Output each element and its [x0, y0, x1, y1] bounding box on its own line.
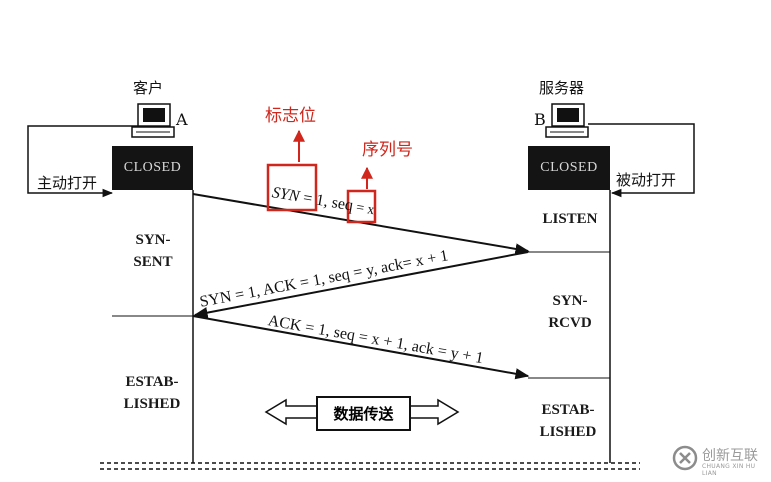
client-state-syn-sent: SYN- SENT: [118, 229, 188, 273]
server-host-letter: B: [534, 110, 546, 129]
data-transfer-box: 数据传送: [316, 396, 411, 431]
client-title: 客户: [133, 79, 164, 97]
server-state-established: ESTAB- LISHED: [528, 399, 608, 443]
client-state-established-line2: LISHED: [123, 396, 181, 412]
server-state-syn-rcvd-line2: RCVD: [548, 315, 592, 331]
server-open-loop: [588, 123, 695, 198]
client-computer-icon: [131, 103, 175, 138]
message-1-flag: SYN: [270, 184, 301, 206]
watermark-sub: CHUANG XIN HU LIAN: [702, 463, 756, 477]
server-closed-state: CLOSED: [528, 146, 610, 190]
watermark: 创新互联 CHUANG XIN HU LIAN: [670, 440, 770, 477]
message-3-arrow: [192, 315, 530, 380]
server-state-syn-rcvd: SYN- RCVD: [530, 290, 610, 334]
sequence-number-annotation: 序列号: [362, 140, 413, 160]
watermark-name: 创新互联: [702, 448, 758, 464]
flag-highlight-box: [266, 163, 318, 212]
server-title: 服务器: [539, 79, 585, 97]
message-2-arrow: [193, 251, 529, 319]
server-state-syn-rcvd-line1: SYN-: [552, 293, 588, 309]
message-1-seq: seq: [330, 194, 355, 215]
client-state-established: ESTAB- LISHED: [112, 371, 192, 415]
client-open-loop: [27, 125, 142, 198]
message-1-tail: = x: [351, 199, 376, 219]
client-host-letter: A: [176, 110, 188, 129]
flag-bit-annotation: 标志位: [265, 106, 316, 126]
client-state-syn-sent-line1: SYN-: [135, 232, 171, 248]
server-state-established-line1: ESTAB-: [541, 402, 595, 418]
watermark-logo-icon: [672, 445, 698, 471]
server-state-established-line2: LISHED: [539, 424, 597, 440]
client-closed-state: CLOSED: [112, 146, 193, 190]
server-computer-icon: [545, 103, 589, 138]
server-passive-open-label: 被动打开: [616, 171, 677, 189]
client-state-syn-sent-line2: SENT: [133, 254, 173, 270]
server-state-listen: LISTEN: [542, 211, 598, 227]
client-state-established-line1: ESTAB-: [125, 374, 179, 390]
seq-highlight-box: [346, 189, 377, 224]
client-active-open-label: 主动打开: [37, 174, 98, 192]
